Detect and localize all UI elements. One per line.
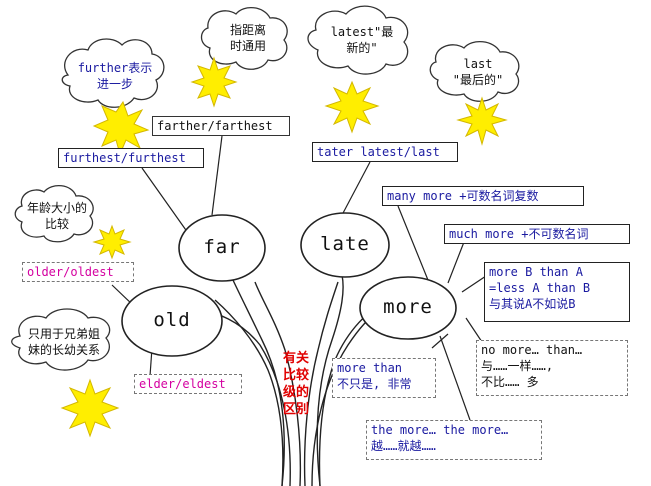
cloud-age-text: 年龄大小的 比较 (22, 200, 92, 232)
node-old-label: old (146, 309, 198, 331)
cloud-last-text: last "最后的" (440, 56, 516, 88)
center-label: 有关比较级的区别 (279, 350, 313, 418)
box-the-more: the more… the more… 越……就越…… (366, 420, 542, 460)
box-much-more: much more +不可数名词 (444, 224, 630, 244)
box-more-than: more than 不只是, 非常 (332, 358, 436, 398)
cloud-sibling-text: 只用于兄弟姐 妹的长幼关系 (18, 326, 110, 358)
box-farther: farther/farthest (152, 116, 290, 136)
star-apply (192, 58, 236, 106)
box-later: tater latest/last (312, 142, 458, 162)
cloud-apply-text: 指距离 时通用 (212, 22, 284, 54)
box-furthest: furthest/furthest (58, 148, 204, 168)
node-late-label: late (318, 233, 372, 255)
cloud-further-text: further表示 进一步 (70, 60, 160, 92)
box-older: older/oldest (22, 262, 134, 282)
star-further (94, 102, 148, 154)
box-no-more: no more… than… 与……一样……, 不比…… 多 (476, 340, 628, 396)
box-elder: elder/eldest (134, 374, 242, 394)
star-last (458, 98, 506, 144)
node-more-label: more (380, 296, 436, 318)
node-far-label: far (196, 236, 248, 258)
cloud-latest-text: latest"最 新的" (316, 24, 408, 56)
box-more-than-compare: more B than A =less A than B 与其说A不如说B (484, 262, 630, 322)
star-age (94, 226, 130, 258)
box-many-more: many more +可数名词复数 (382, 186, 584, 206)
star-latest (326, 82, 378, 132)
star-sibling (62, 380, 118, 436)
